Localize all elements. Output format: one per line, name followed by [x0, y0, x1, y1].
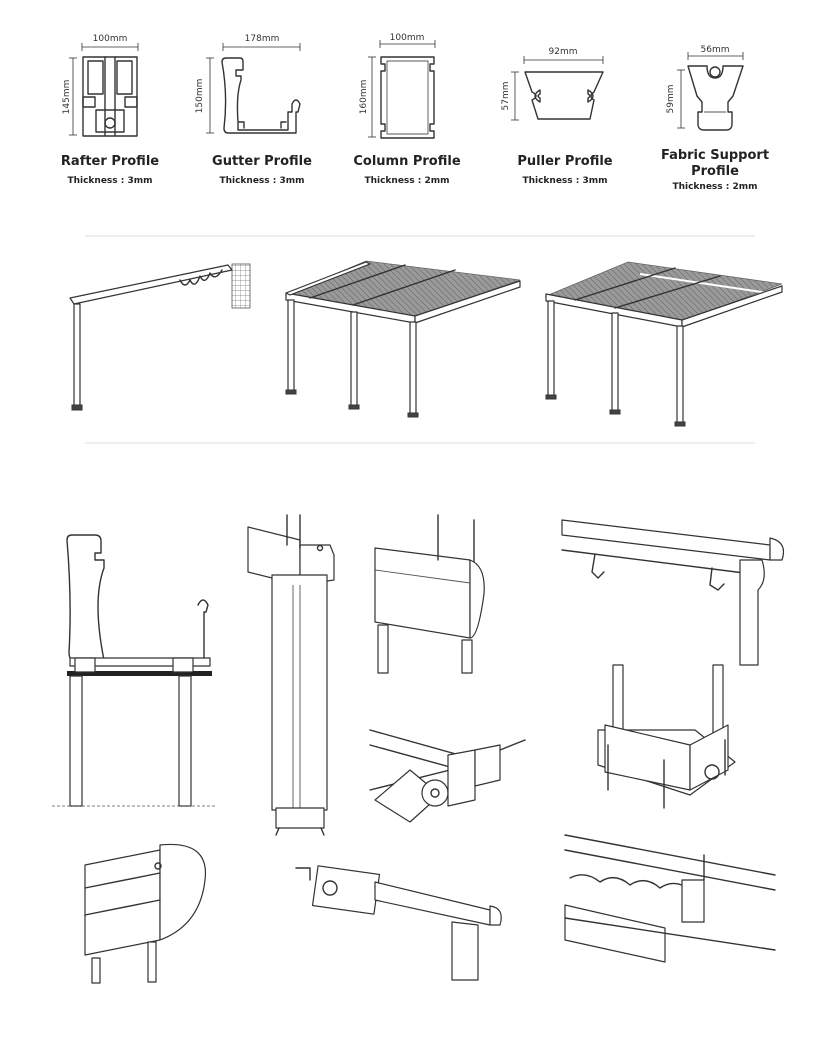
fabric-height-dimension: 59mm: [666, 69, 685, 129]
detail-crank-gearbox: [295, 865, 502, 981]
gutter-height-label: 150mm: [195, 79, 205, 114]
puller-height-label: 57mm: [501, 82, 511, 111]
gutter-thickness: Thickness : 3mm: [219, 176, 304, 186]
rafter-section-drawing: [82, 56, 138, 137]
rafter-profile: 100mm 145mm Rafter Profile Thickness : 3…: [61, 34, 159, 186]
gutter-height-dimension: 150mm: [195, 57, 214, 134]
canopy-fabric: [284, 260, 521, 319]
rafter-width-label: 100mm: [93, 34, 128, 44]
puller-title: Puller Profile: [517, 154, 612, 169]
freestanding-single-pergola: [284, 260, 521, 418]
rafter-thickness: Thickness : 3mm: [67, 176, 152, 186]
column-width-dimension: 100mm: [379, 33, 436, 48]
gutter-title: Gutter Profile: [212, 154, 312, 169]
wall-mounted-pergola: [69, 263, 251, 411]
column-height-label: 160mm: [359, 80, 369, 115]
puller-section-drawing: [524, 71, 604, 120]
gutter-width-label: 178mm: [245, 34, 280, 44]
detail-pulley-mechanism: [369, 729, 526, 823]
gutter-width-dimension: 178mm: [222, 34, 301, 51]
gutter-section-drawing: [221, 57, 301, 134]
puller-width-dimension: 92mm: [523, 47, 604, 64]
column-width-label: 100mm: [390, 33, 425, 43]
column-height-dimension: 160mm: [359, 56, 376, 138]
puller-width-label: 92mm: [549, 47, 578, 57]
detail-rafter-end: [374, 514, 485, 674]
detail-column-bracket: [247, 514, 335, 836]
wall-mesh: [231, 263, 251, 309]
fabric-width-label: 56mm: [701, 45, 730, 55]
column-profile: 100mm 160mm Column Profile Thickness : 2…: [353, 33, 460, 186]
rafter-height-dimension: 145mm: [62, 57, 77, 136]
puller-profile: 92mm 57mm Puller Profile Thickness : 3mm: [501, 47, 613, 186]
puller-bar: [67, 671, 212, 676]
gutter-profile: 178mm 150mm Gutter Profile Thickness : 3…: [195, 34, 312, 186]
detail-column-base: [597, 664, 736, 809]
fabric-title: Fabric Support: [661, 148, 769, 163]
rafter-title: Rafter Profile: [61, 154, 159, 169]
column-title: Column Profile: [353, 154, 460, 169]
fabric-width-dimension: 56mm: [687, 45, 744, 60]
fabric-title-line2: Profile: [691, 164, 739, 179]
puller-height-dimension: 57mm: [501, 71, 519, 121]
fabric-thickness: Thickness : 2mm: [672, 182, 757, 192]
rafter-width-dimension: 100mm: [81, 34, 139, 51]
detail-fabric-bracket: [564, 834, 776, 963]
column-section-drawing: [380, 56, 435, 139]
rafter-height-label: 145mm: [62, 80, 72, 115]
puller-thickness: Thickness : 3mm: [522, 176, 607, 186]
fabric-section-drawing: [687, 65, 744, 131]
detail-gutter-hooks: [561, 519, 785, 666]
fabric-support-profile: 56mm 59mm Fabric Support Profile Thickne…: [661, 45, 769, 192]
column-thickness: Thickness : 2mm: [364, 176, 449, 186]
detail-gutter-posts: [52, 534, 215, 807]
detail-rafter-closeup: [84, 843, 207, 984]
fabric-height-label: 59mm: [666, 85, 676, 114]
freestanding-double-pergola: [544, 261, 783, 427]
